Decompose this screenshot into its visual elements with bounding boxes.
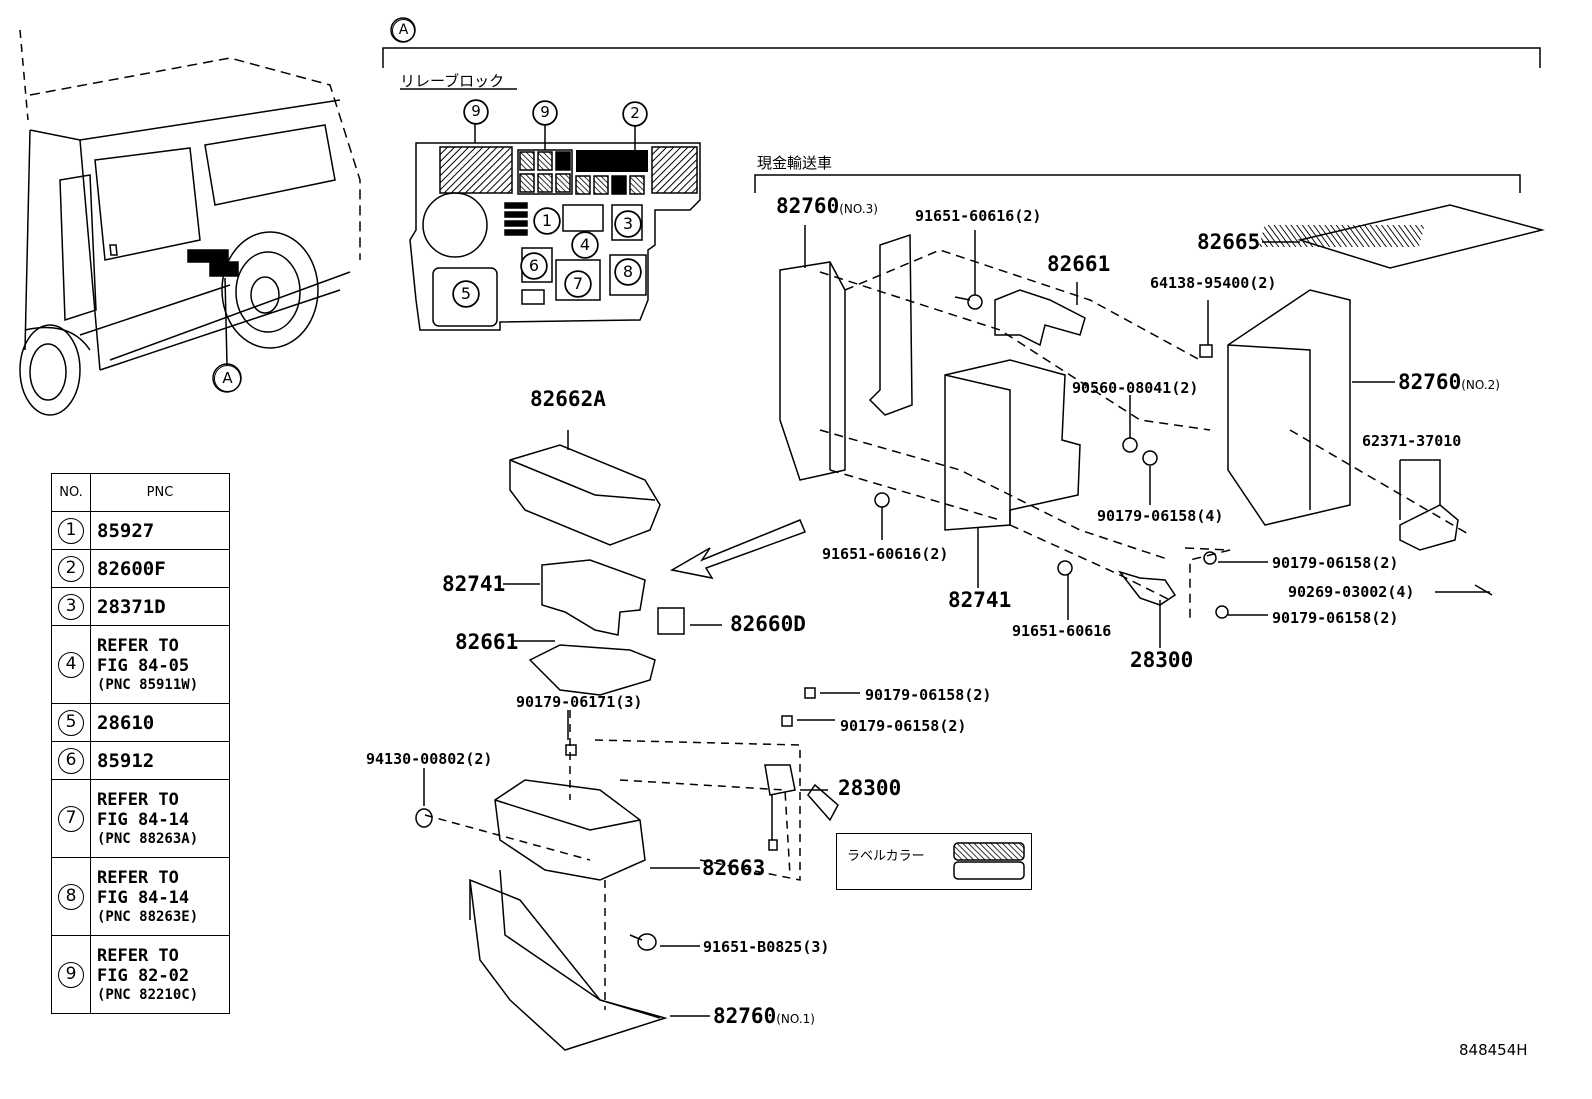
part-28300-lower: 28300 — [838, 776, 902, 800]
part-62371-37010: 62371-37010 — [1362, 432, 1462, 450]
relay-callout-5: 5 — [453, 281, 479, 307]
relay-callout-4: 4 — [572, 232, 598, 258]
table-row: 5 28610 — [52, 703, 229, 741]
pnc-value: 82600F — [97, 557, 166, 580]
part-90179-06158-2-c: 90179-06158(2) — [865, 686, 992, 704]
cash-transport-title: 現金輸送車 — [757, 154, 833, 172]
callout-a-van: A — [214, 365, 241, 392]
pnc-value: 85912 — [97, 749, 155, 772]
header-pnc: PNC — [146, 485, 174, 500]
pnc-refer-line: REFER TO — [97, 945, 179, 966]
row-number: 3 — [58, 593, 84, 620]
van-illustration — [19, 29, 361, 416]
part-90560-08041: 90560-08041(2) — [1072, 379, 1199, 397]
part-82760-no3: 82760(NO.3) — [776, 194, 878, 218]
row-number: 9 — [58, 961, 84, 988]
row-number: 8 — [58, 883, 84, 910]
part-90179-06158-4: 90179-06158(4) — [1097, 507, 1224, 525]
callout-a-top: A — [392, 19, 415, 42]
pnc-fig-line: FIG 84-14 — [97, 809, 190, 830]
part-91651-60616-2-mid: 91651-60616(2) — [822, 545, 949, 563]
pnc-refer-line: REFER TO — [97, 789, 179, 810]
part-90179-06158-2-d: 90179-06158(2) — [840, 717, 967, 735]
pnc-refer-line: REFER TO — [97, 867, 179, 888]
row-number: 6 — [58, 747, 84, 774]
label-color-legend: ラベルカラー — [836, 833, 1032, 890]
pnc-refer-line: REFER TO — [97, 635, 179, 656]
table-row: 2 82600F — [52, 549, 229, 587]
relay-callout-8: 8 — [615, 259, 641, 285]
pnc-sub-line: (PNC 88263E) — [97, 908, 199, 925]
pnc-value: 28371D — [97, 595, 166, 618]
pnc-table: NO. PNC 1 85927 2 82600F 3 28371D 4 REFE… — [51, 473, 230, 1014]
part-90179-06158-2-a: 90179-06158(2) — [1272, 554, 1399, 572]
header-no: NO. — [52, 474, 91, 511]
part-90179-06158-2-b: 90179-06158(2) — [1272, 609, 1399, 627]
row-number: 7 — [58, 805, 84, 832]
table-row: 6 85912 — [52, 741, 229, 779]
label-color-text: ラベルカラー — [847, 849, 925, 864]
part-82661-left: 82661 — [455, 630, 519, 654]
table-header-row: NO. PNC — [52, 474, 229, 511]
pnc-value: 28610 — [97, 711, 155, 734]
part-94130-00802: 94130-00802(2) — [366, 750, 493, 768]
row-number: 2 — [58, 555, 84, 582]
part-82662a: 82662A — [530, 387, 606, 411]
part-90179-06171: 90179-06171(3) — [516, 693, 643, 711]
table-row: 3 28371D — [52, 587, 229, 625]
cash-transport-bracket — [754, 174, 1521, 193]
table-row: 4 REFER TO FIG 84-05 (PNC 85911W) — [52, 625, 229, 703]
part-90269-03002: 90269-03002(4) — [1288, 583, 1415, 601]
pnc-sub-line: (PNC 82210C) — [97, 986, 199, 1003]
label-color-swatch — [953, 842, 1025, 880]
part-82661-top: 82661 — [1047, 252, 1111, 276]
part-91651-b0825: 91651-B0825(3) — [703, 938, 830, 956]
relay-callout-9a: 9 — [464, 100, 488, 124]
relay-callout-2: 2 — [623, 102, 647, 126]
table-row: 9 REFER TO FIG 82-02 (PNC 82210C) — [52, 935, 229, 1013]
part-82665: 82665 — [1197, 230, 1261, 254]
table-row: 7 REFER TO FIG 84-14 (PNC 88263A) — [52, 779, 229, 857]
part-82663: 82663 — [702, 856, 766, 880]
row-number: 5 — [58, 709, 84, 736]
table-row: 1 85927 — [52, 511, 229, 549]
relay-callout-9b: 9 — [533, 101, 557, 125]
relay-callout-1: 1 — [534, 208, 560, 234]
relay-callout-7: 7 — [565, 271, 591, 297]
left-assembly — [415, 430, 860, 1051]
relay-callout-6: 6 — [521, 253, 547, 279]
part-82741-right: 82741 — [948, 588, 1012, 612]
direction-arrow — [669, 519, 806, 580]
pnc-sub-line: (PNC 85911W) — [97, 676, 199, 693]
part-91651-60616: 91651-60616 — [1012, 622, 1112, 640]
part-64138-95400: 64138-95400(2) — [1150, 274, 1277, 292]
relay-callout-3: 3 — [615, 211, 641, 237]
pnc-sub-line: (PNC 88263A) — [97, 830, 199, 847]
part-91651-60616-2-top: 91651-60616(2) — [915, 207, 1042, 225]
table-row: 8 REFER TO FIG 84-14 (PNC 88263E) — [52, 857, 229, 935]
pnc-fig-line: FIG 84-14 — [97, 887, 190, 908]
pnc-fig-line: FIG 82-02 — [97, 965, 190, 986]
part-82660d: 82660D — [730, 612, 806, 636]
section-a-bracket — [382, 17, 1541, 68]
figure-id: 848454H — [1459, 1041, 1528, 1059]
pnc-value: 85927 — [97, 519, 155, 542]
part-82760-no2: 82760(NO.2) — [1398, 370, 1500, 394]
part-82741-left: 82741 — [442, 572, 506, 596]
part-28300-right: 28300 — [1130, 648, 1194, 672]
row-number: 4 — [58, 651, 84, 678]
pnc-fig-line: FIG 84-05 — [97, 655, 190, 676]
relay-block-title: リレーブロック — [400, 72, 505, 90]
right-assembly — [779, 204, 1545, 648]
row-number: 1 — [58, 517, 84, 544]
part-82760-no1: 82760(NO.1) — [713, 1004, 815, 1028]
